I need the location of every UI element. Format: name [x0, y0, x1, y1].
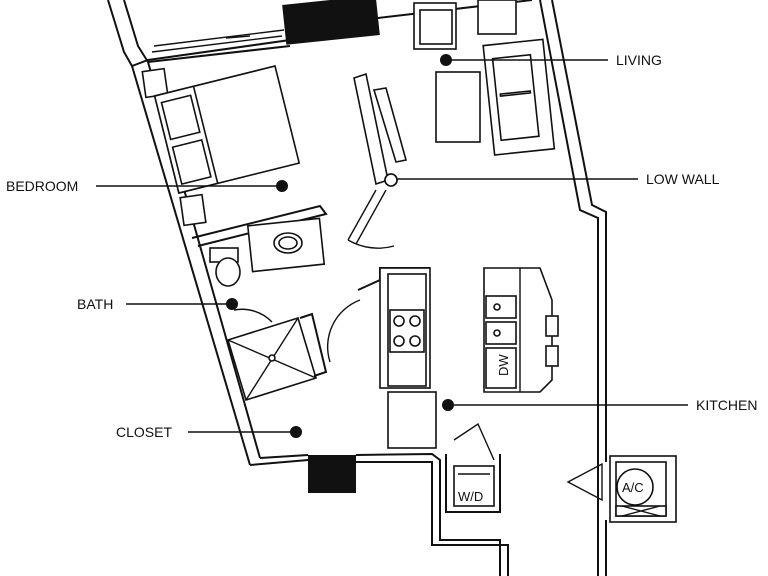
room-label-low-wall: LOW WALL — [646, 171, 720, 187]
appliance-label-ac: A/C — [622, 480, 644, 495]
marker-kitchen — [442, 399, 454, 411]
marker-low-wall — [384, 173, 398, 187]
label-closet: CLOSET — [116, 424, 302, 440]
room-label-living: LIVING — [616, 52, 662, 68]
label-bedroom: BEDROOM — [6, 178, 288, 194]
marker-living — [440, 54, 452, 66]
structural-column-top — [282, 0, 380, 45]
room-label-closet: CLOSET — [116, 424, 172, 440]
ac-closet — [566, 455, 677, 523]
label-bath: BATH — [77, 296, 238, 312]
label-living: LIVING — [440, 52, 662, 68]
structural-column-bottom — [308, 455, 356, 493]
kitchen-fixtures — [379, 267, 559, 513]
appliance-label-washer-dryer: W/D — [458, 489, 483, 504]
appliance-label-dishwasher: DW — [496, 354, 511, 376]
room-label-bedroom: BEDROOM — [6, 178, 78, 194]
label-kitchen: KITCHEN — [442, 397, 757, 413]
marker-closet — [290, 426, 302, 438]
label-low-wall: LOW WALL — [384, 171, 720, 187]
low-wall-partition — [347, 72, 408, 249]
bedroom-furniture — [141, 65, 328, 247]
room-label-kitchen: KITCHEN — [696, 397, 757, 413]
marker-bath — [226, 298, 238, 310]
room-label-bath: BATH — [77, 296, 113, 312]
bath-fixtures — [209, 217, 430, 402]
marker-bedroom — [276, 180, 288, 192]
living-furniture — [413, 0, 556, 156]
